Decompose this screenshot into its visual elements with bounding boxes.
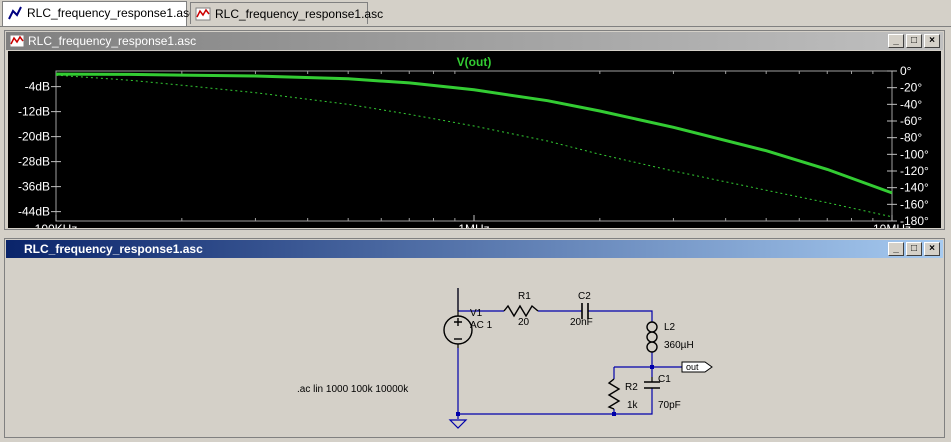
bode-plot[interactable]: V(out) -4dB -12dB -20dB -28dB -36dB -44dB 0° -… — [8, 51, 941, 236]
tab-label: RLC_frequency_response1.asc — [27, 6, 196, 20]
voltage-source-v1[interactable]: V1 AC 1 — [443, 288, 493, 348]
window-title: RLC_frequency_response1.asc — [24, 242, 203, 256]
resistor-r1[interactable]: R1 20 — [503, 291, 539, 328]
x-tick-label: 100KHz — [35, 222, 78, 228]
y-left-tick-label: -44dB — [18, 205, 50, 219]
plot-pane[interactable]: V(out) -4dB -12dB -20dB -28dB -36dB -44dB 0° -… — [8, 51, 941, 236]
ground-symbol[interactable] — [448, 419, 468, 429]
x-tick-label: 10MHz — [873, 222, 911, 228]
inductor-l2[interactable]: L2 360µH — [646, 321, 694, 353]
phase-trace — [55, 74, 893, 218]
window-controls: _ □ × — [888, 242, 940, 256]
y-right-tick-label: -160° — [900, 197, 929, 211]
l2-ref: L2 — [664, 322, 676, 333]
tab-schematic[interactable]: RLC_frequency_response1.asc — [2, 1, 195, 26]
magnitude-trace — [55, 72, 893, 195]
spice-directive[interactable]: .ac lin 1000 100k 10000k — [297, 384, 409, 395]
c2-ref: C2 — [578, 291, 591, 302]
y-left-tick-label: -20dB — [18, 130, 50, 144]
restore-button[interactable]: □ — [906, 242, 922, 256]
junction-dot — [456, 412, 460, 416]
x-tick-label: 1MHz — [458, 222, 489, 228]
junction-dot — [612, 412, 616, 416]
trace-label[interactable]: V(out) — [457, 55, 492, 69]
schematic-canvas[interactable]: V1 AC 1 R1 20 C2 20nF L2 360µH — [8, 259, 941, 436]
y-right-tick-label: -120° — [900, 164, 929, 178]
y-right-tick-label: -60° — [900, 114, 922, 128]
y-right-tick-label: -40° — [900, 97, 922, 111]
minimize-button[interactable]: _ — [888, 242, 904, 256]
capacitor-c2[interactable]: C2 20nF — [570, 291, 593, 328]
y-right-tick-label: -140° — [900, 181, 929, 195]
tab-label: RLC_frequency_response1.asc — [215, 7, 384, 21]
y-left-tick-label: -36dB — [18, 180, 50, 194]
close-button[interactable]: × — [924, 242, 940, 256]
schematic-window: RLC_frequency_response1.asc _ □ × — [4, 238, 945, 438]
r2-value: 1k — [627, 400, 639, 411]
document-tab-bar: RLC_frequency_response1.asc RLC_frequenc… — [0, 0, 951, 27]
waveform-icon — [195, 7, 211, 21]
plot-frame — [55, 70, 893, 222]
r1-value: 20 — [518, 317, 530, 328]
schematic-window-titlebar[interactable]: RLC_frequency_response1.asc _ □ × — [6, 240, 943, 258]
y-right-tick-label: -20° — [900, 81, 922, 95]
minimize-button[interactable]: _ — [888, 34, 904, 48]
restore-button[interactable]: □ — [906, 34, 922, 48]
net-label-out[interactable]: out — [681, 361, 713, 373]
v1-value: AC 1 — [470, 320, 493, 331]
y-left-tick-label: -28dB — [18, 155, 50, 169]
y-right-tick-label: -100° — [900, 147, 929, 161]
waveform-window-titlebar[interactable]: RLC_frequency_response1.asc _ □ × — [6, 32, 943, 50]
c2-value: 20nF — [570, 317, 593, 328]
window-controls: _ □ × — [888, 34, 940, 48]
waveform-window: RLC_frequency_response1.asc _ □ × V(out)… — [4, 30, 945, 236]
schematic-drawing[interactable]: V1 AC 1 R1 20 C2 20nF L2 360µH — [8, 259, 941, 436]
schematic-icon — [8, 6, 22, 20]
tab-waveform[interactable]: RLC_frequency_response1.asc — [190, 2, 383, 24]
l2-value: 360µH — [664, 340, 694, 351]
net-label-text: out — [686, 362, 699, 372]
junction-dot — [650, 365, 654, 369]
y-right-tick-label: -180° — [900, 214, 929, 228]
y-left-tick-label: -4dB — [25, 80, 50, 94]
capacitor-c1[interactable]: C1 70pF — [644, 374, 681, 411]
resistor-r2[interactable]: R2 1k — [607, 378, 639, 411]
waveform-icon — [9, 34, 25, 48]
y-right-tick-label: -80° — [900, 131, 922, 145]
window-title: RLC_frequency_response1.asc — [28, 34, 197, 48]
c1-value: 70pF — [658, 400, 681, 411]
r1-ref: R1 — [518, 291, 531, 302]
c1-ref: C1 — [658, 374, 671, 385]
y-left-tick-label: -12dB — [18, 105, 50, 119]
close-button[interactable]: × — [924, 34, 940, 48]
r2-ref: R2 — [625, 382, 638, 393]
v1-ref: V1 — [470, 308, 483, 319]
y-right-tick-label: 0° — [900, 64, 912, 78]
